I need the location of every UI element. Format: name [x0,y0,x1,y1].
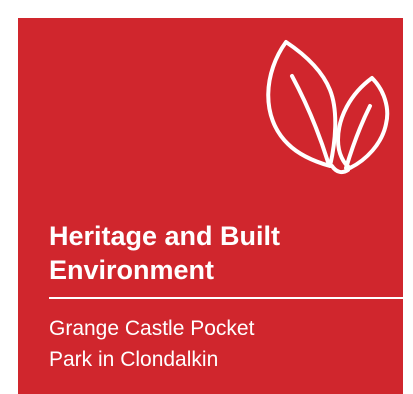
heritage-card: Heritage and Built Environment Grange Ca… [18,18,403,394]
divider [49,297,403,299]
leaves-icon [258,32,398,182]
category-title: Heritage and Built Environment [49,221,281,285]
project-name: Grange Castle Pocket Park in Clondalkin [49,317,255,371]
